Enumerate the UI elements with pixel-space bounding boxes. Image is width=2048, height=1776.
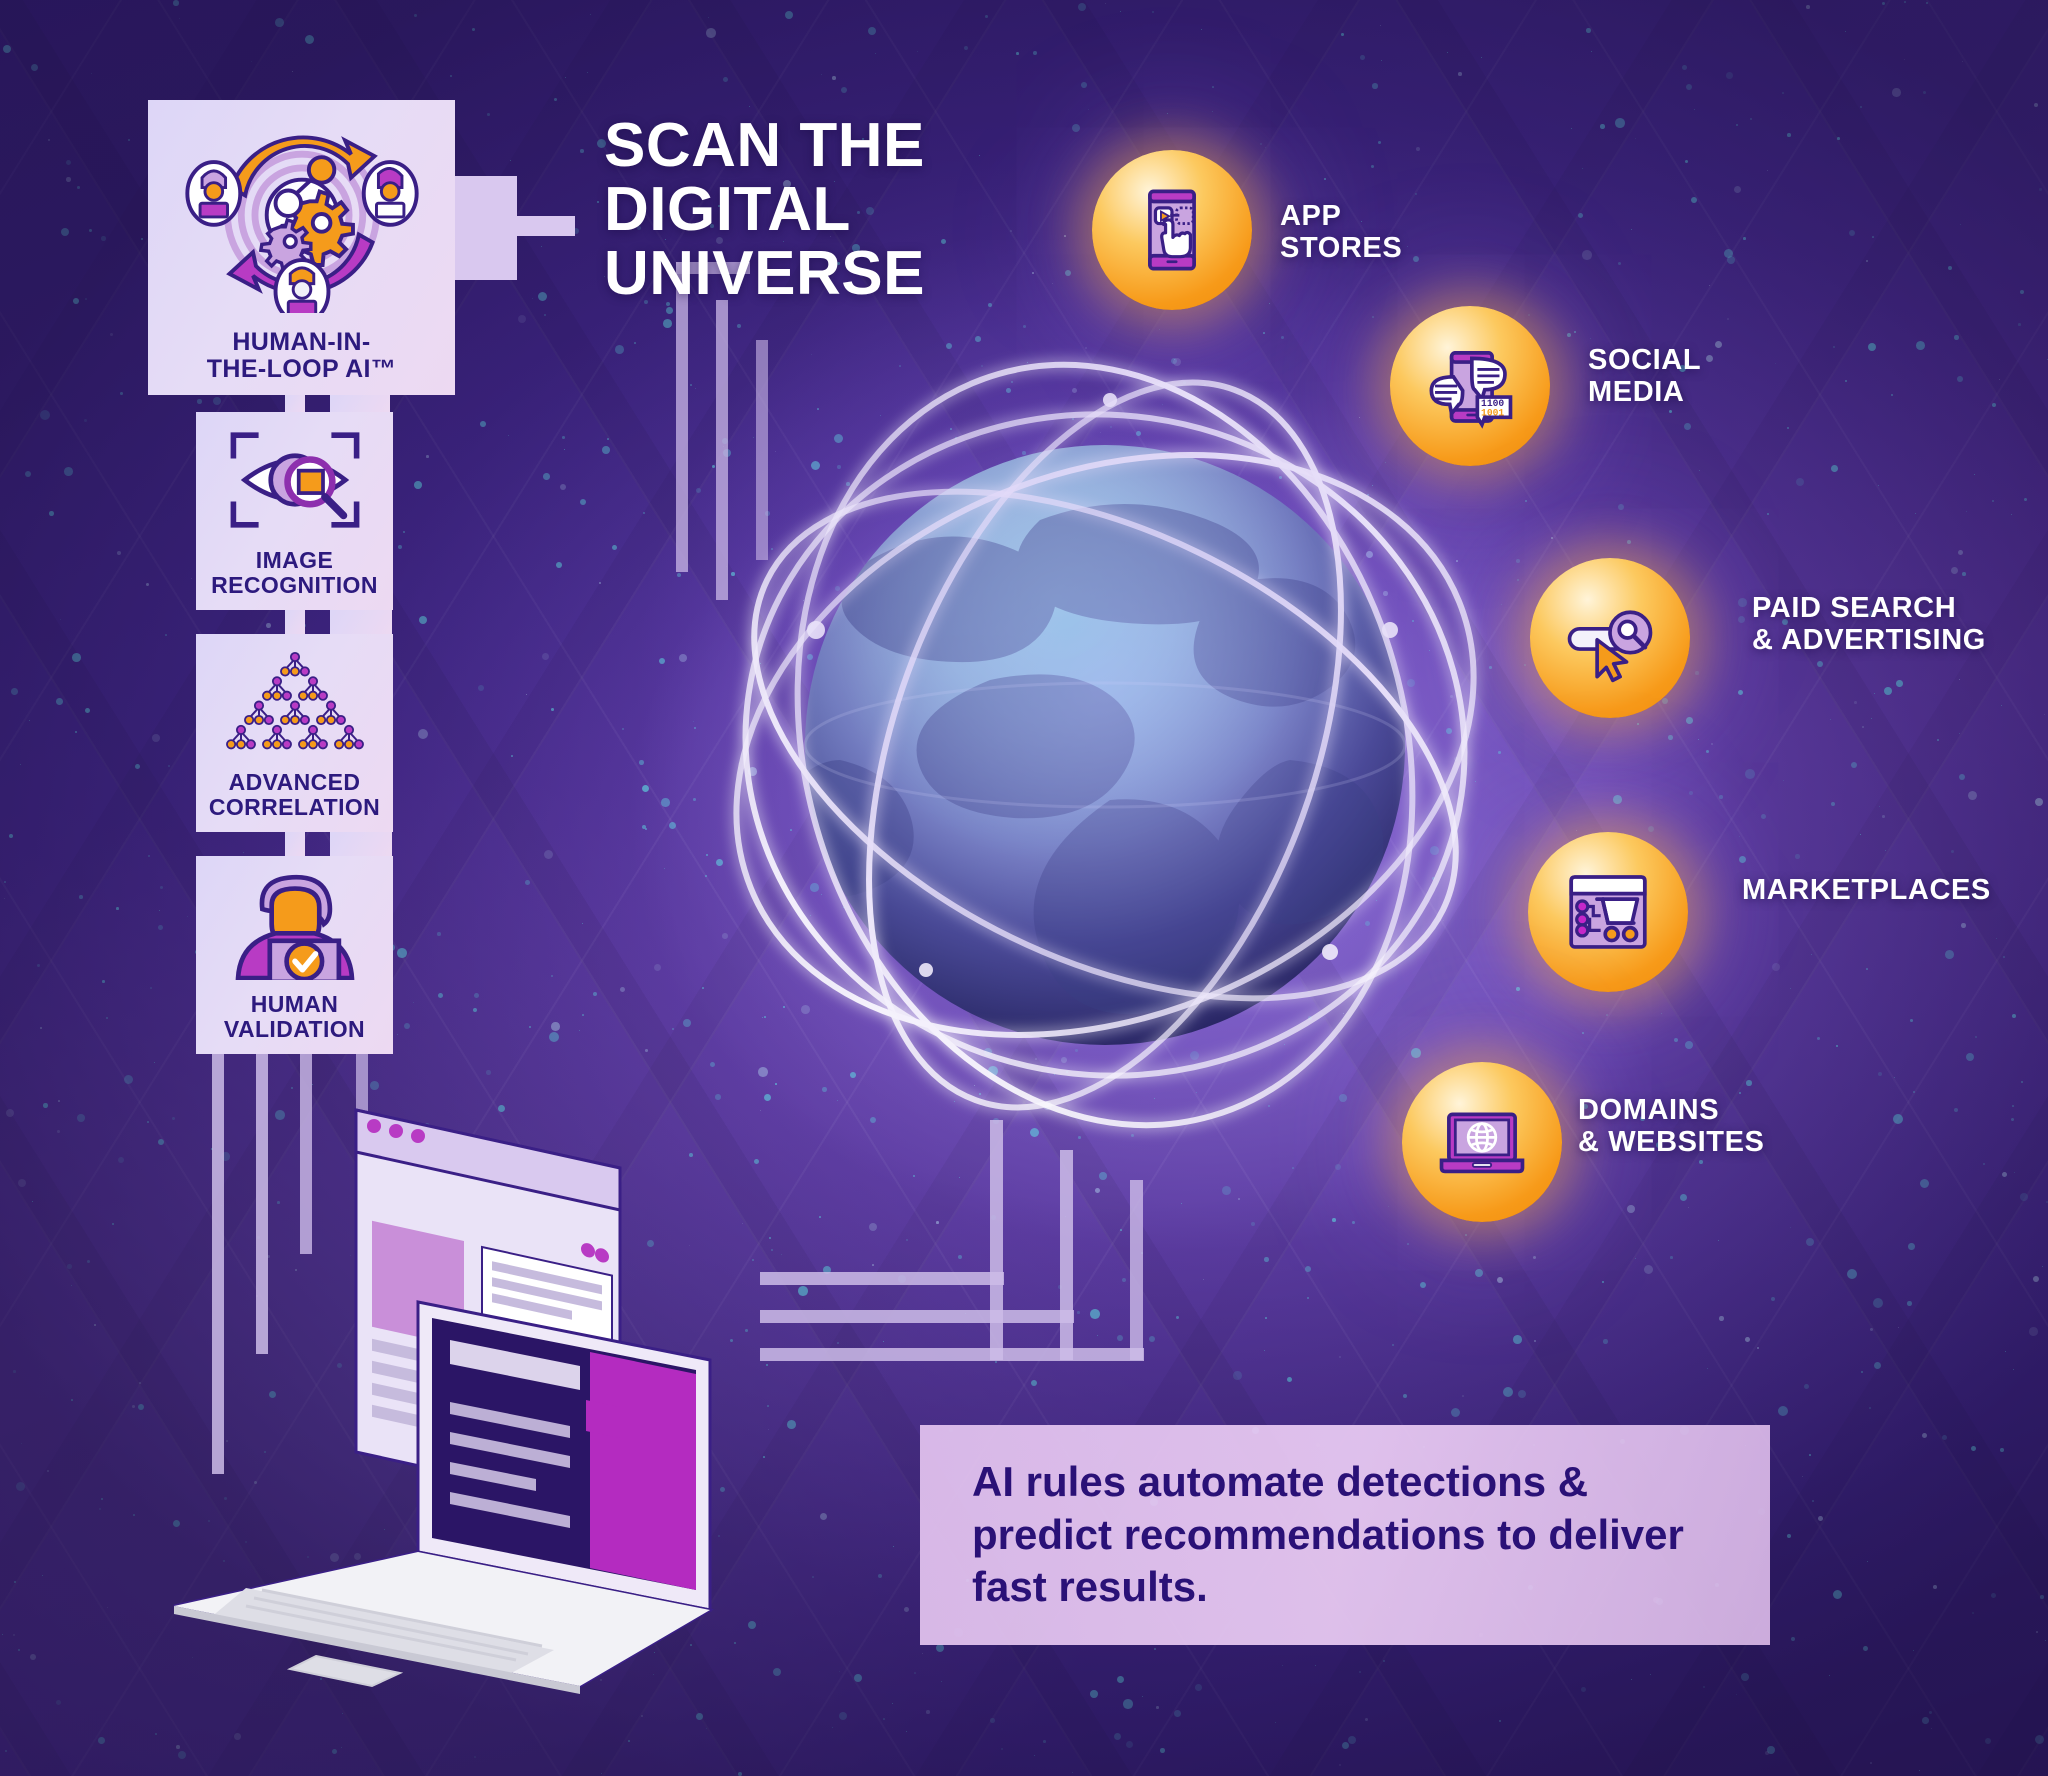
connector-image-corr-right xyxy=(330,610,392,634)
page-title: SCAN THE DIGITAL UNIVERSE xyxy=(604,114,1024,306)
channel-label-paid-search: PAID SEARCH & ADVERTISING xyxy=(1752,592,1986,657)
page-title-line-1: SCAN THE xyxy=(604,111,925,180)
human-loop-gears-icon xyxy=(148,100,455,329)
pipeline-card-label: HUMAN VALIDATION xyxy=(224,992,365,1042)
channel-node-domains-websites[interactable] xyxy=(1402,1062,1562,1222)
connector-image-corr xyxy=(285,610,305,634)
binary-bottom: 1001 xyxy=(1481,407,1504,418)
pipeline-card-label: IMAGE RECOGNITION xyxy=(211,548,378,598)
channel-label-marketplaces: MARKETPLACES xyxy=(1742,874,1991,906)
mobile-tap-icon xyxy=(1126,184,1218,276)
search-bar-cursor-icon xyxy=(1564,592,1656,684)
page-title-line-3: UNIVERSE xyxy=(604,239,925,308)
callout-text: AI rules automate detections & predict r… xyxy=(972,1456,1718,1615)
pipeline-card-human-in-the-loop-ai[interactable]: HUMAN-IN- THE-LOOP AI™ xyxy=(148,100,455,395)
eye-scan-icon xyxy=(196,412,393,548)
channel-node-app-stores[interactable] xyxy=(1092,150,1252,310)
callout-box: AI rules automate detections & predict r… xyxy=(920,1425,1770,1645)
person-check-icon xyxy=(196,856,393,992)
analyst-laptop xyxy=(150,1090,790,1700)
channel-node-paid-search[interactable] xyxy=(1530,558,1690,718)
connector-corr-val xyxy=(285,832,305,856)
channel-label-social-media: SOCIAL MEDIA xyxy=(1588,344,1701,409)
shopping-cart-browser-icon xyxy=(1562,866,1654,958)
chat-bubbles-phone-icon: 1100 1001 xyxy=(1424,340,1516,432)
pipeline-card-advanced-correlation[interactable]: ADVANCED CORRELATION xyxy=(196,634,393,832)
connector-hitl-image-right xyxy=(330,395,390,412)
pipeline-card-label: HUMAN-IN- THE-LOOP AI™ xyxy=(199,329,405,383)
connector-corr-val-right xyxy=(330,832,392,856)
correlation-tree-icon xyxy=(196,634,393,770)
channel-label-domains-websites: DOMAINS & WEBSITES xyxy=(1578,1094,1764,1159)
channel-node-social-media[interactable]: 1100 1001 xyxy=(1390,306,1550,466)
pipeline-card-label: ADVANCED CORRELATION xyxy=(209,770,380,820)
page-title-line-2: DIGITAL xyxy=(604,175,851,244)
connector-hitl-image xyxy=(285,395,305,412)
pipeline-card-image-recognition[interactable]: IMAGE RECOGNITION xyxy=(196,412,393,610)
laptop-globe-icon xyxy=(1436,1096,1528,1188)
channel-node-marketplaces[interactable] xyxy=(1528,832,1688,992)
pipeline-card-human-validation[interactable]: HUMAN VALIDATION xyxy=(196,856,393,1054)
channel-label-app-stores: APP STORES xyxy=(1280,200,1402,265)
